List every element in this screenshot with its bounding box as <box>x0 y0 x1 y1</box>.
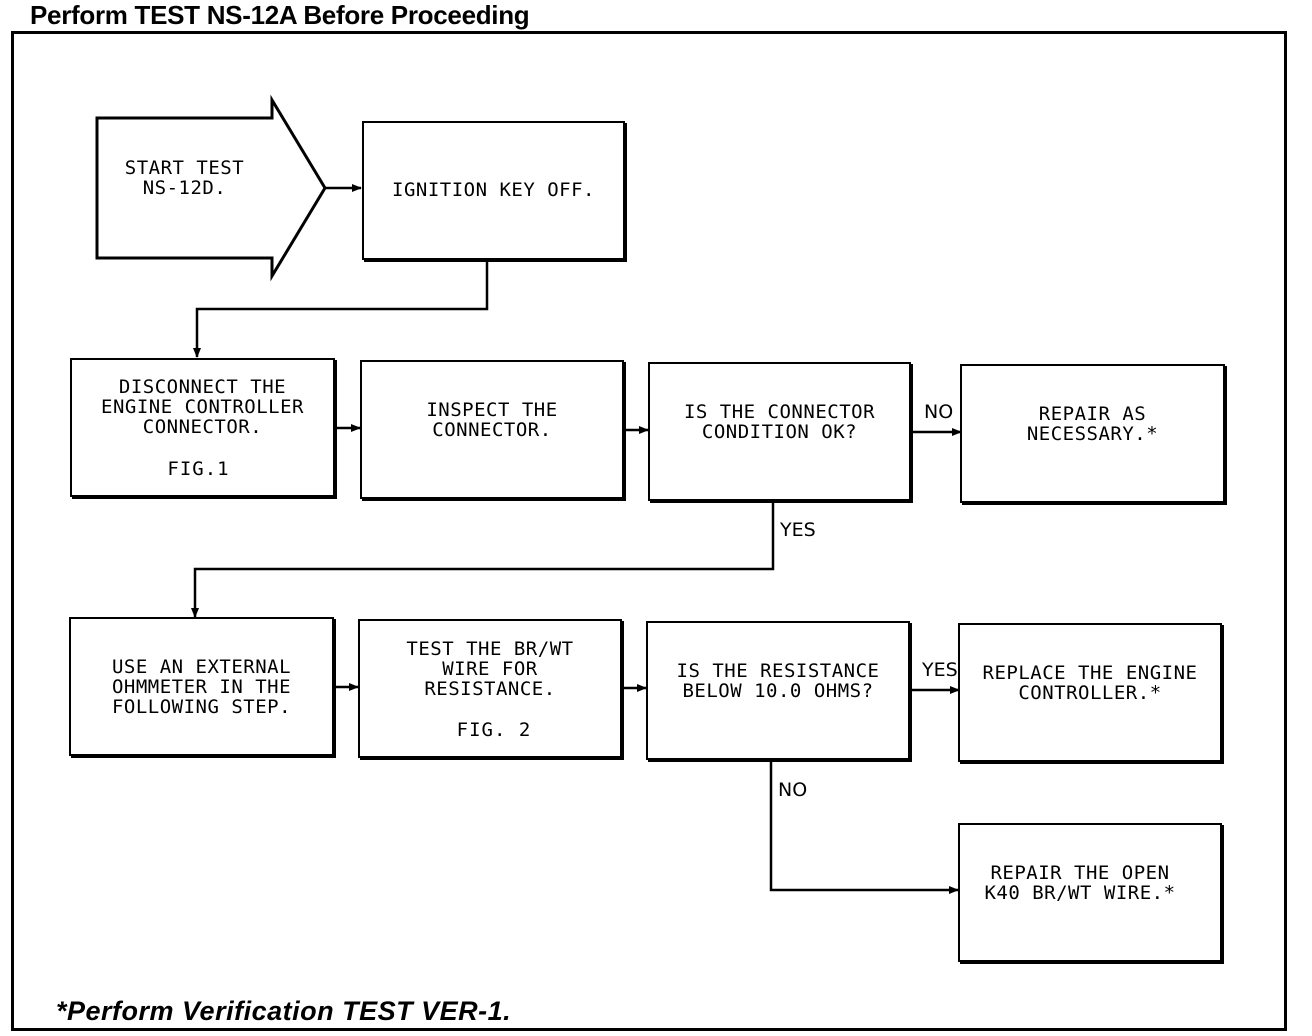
connector-condition-yes <box>191 500 775 618</box>
condition-yes-label: YES <box>780 519 816 541</box>
resistance-question-text: IS THE RESISTANCE BELOW 10.0 OHMS? <box>676 660 880 702</box>
replace-engine-controller-box: REPLACE THE ENGINE CONTROLLER.* <box>958 623 1222 762</box>
use-ohmmeter-text: USE AN EXTERNAL OHMMETER IN THE FOLLOWIN… <box>111 656 292 718</box>
start-arrow-shape <box>95 94 327 282</box>
condition-no-label: NO <box>924 401 954 423</box>
verification-footnote: *Perform Verification TEST VER-1. <box>56 996 512 1026</box>
repair-open-wire-text: REPAIR THE OPEN K40 BR/WT WIRE.* <box>984 862 1176 904</box>
inspect-connector-text: INSPECT THE CONNECTOR. <box>426 399 558 441</box>
fig-2-label: FIG. 2 <box>456 719 532 741</box>
repair-as-necessary-box: REPAIR AS NECESSARY.* <box>960 364 1225 503</box>
connector-condition-question-box: IS THE CONNECTOR CONDITION OK? <box>648 362 911 501</box>
inspect-connector-box: INSPECT THE CONNECTOR. <box>360 360 624 499</box>
disconnect-connector-box: DISCONNECT THE ENGINE CONTROLLER CONNECT… <box>70 358 335 497</box>
connector-resistance-no <box>769 760 959 894</box>
resistance-yes-label: YES <box>922 659 958 681</box>
fig-1-label: FIG.1 <box>167 458 230 480</box>
use-ohmmeter-box: USE AN EXTERNAL OHMMETER IN THE FOLLOWIN… <box>69 617 334 756</box>
repair-open-wire-box: REPAIR THE OPEN K40 BR/WT WIRE.* <box>958 823 1222 962</box>
repair-as-necessary-text: REPAIR AS NECESSARY.* <box>1026 403 1159 445</box>
test-wire-resistance-text: TEST THE BR/WT WIRE FOR RESISTANCE. <box>406 638 574 700</box>
connector-condition-question-text: IS THE CONNECTOR CONDITION OK? <box>683 401 876 443</box>
test-wire-resistance-box: TEST THE BR/WT WIRE FOR RESISTANCE. FIG.… <box>358 619 622 758</box>
connector-ignition-disconnect <box>193 261 489 358</box>
resistance-no-label: NO <box>778 779 808 801</box>
ignition-key-off-text: IGNITION KEY OFF. <box>392 179 595 201</box>
diagram-frame <box>11 31 1287 1031</box>
resistance-question-box: IS THE RESISTANCE BELOW 10.0 OHMS? <box>646 621 910 760</box>
replace-engine-controller-text: REPLACE THE ENGINE CONTROLLER.* <box>982 662 1198 704</box>
page-title: Perform TEST NS-12A Before Proceeding <box>30 0 530 30</box>
start-test-label: START TEST NS-12D. <box>124 157 245 199</box>
ignition-key-off-box: IGNITION KEY OFF. <box>362 121 625 260</box>
disconnect-connector-text: DISCONNECT THE ENGINE CONTROLLER CONNECT… <box>101 376 304 438</box>
